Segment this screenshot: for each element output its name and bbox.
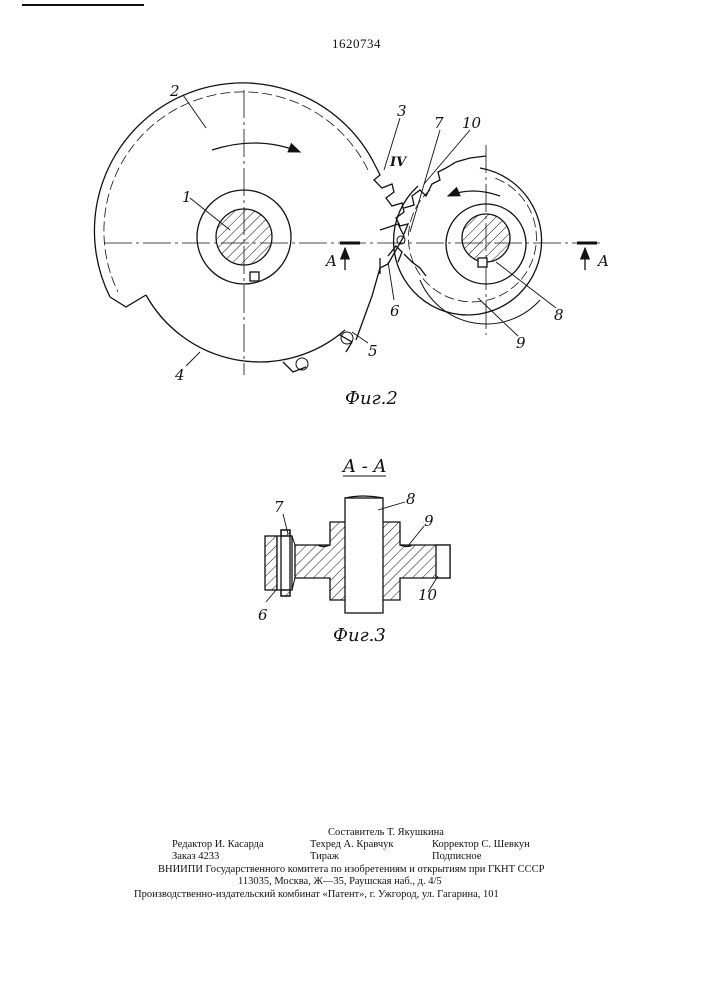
label-6: 6 xyxy=(390,302,400,320)
compiler: Составитель Т. Якушкина xyxy=(328,827,444,839)
large-gear-teeth xyxy=(374,165,408,234)
label-7: 7 xyxy=(434,114,444,132)
imprint-row-printer: Производственно-издательский комбинат «П… xyxy=(150,889,580,901)
label-5: 5 xyxy=(368,342,378,360)
large-shaft-1 xyxy=(216,209,272,265)
small-shaft-key xyxy=(478,258,487,267)
imprint-row-staff: Редактор И. Касарда Техред А. Кравчук Ко… xyxy=(150,839,580,851)
leader-8 xyxy=(496,262,556,308)
circulation: Тираж xyxy=(310,851,339,863)
f3-label-6: 6 xyxy=(258,606,268,624)
figure-2 xyxy=(94,83,600,375)
imprint-row-institute: ВНИИПИ Государственного комитета по изоб… xyxy=(150,864,580,876)
label-3: 3 xyxy=(397,102,407,120)
label-roman-iv: IV xyxy=(389,155,408,170)
label-9: 9 xyxy=(516,334,526,352)
shaft-8 xyxy=(345,498,383,613)
small-shaft-8 xyxy=(462,214,510,262)
label-8: 8 xyxy=(554,306,564,324)
pin-7-bottom xyxy=(281,590,290,596)
imprint-row-order: Заказ 4233 Тираж Подписное xyxy=(150,851,580,863)
imprint-block: Составитель Т. Якушкина Редактор И. Каса… xyxy=(150,827,580,901)
techred: Техред А. Кравчук xyxy=(310,839,393,851)
leader-f3-9 xyxy=(408,526,424,546)
lug-lower xyxy=(283,362,306,372)
leader-2 xyxy=(183,95,206,128)
subscription: Подписное xyxy=(432,851,481,863)
lug-5-circle xyxy=(341,332,353,344)
leader-6 xyxy=(388,262,394,300)
leader-4 xyxy=(186,352,200,366)
corrector: Корректор С. Шевкун xyxy=(432,839,530,851)
f3-label-10: 10 xyxy=(418,586,438,604)
leader-f3-6 xyxy=(266,590,276,602)
large-shaft-key xyxy=(250,272,259,281)
label-10: 10 xyxy=(462,114,482,132)
f3-label-8: 8 xyxy=(406,490,416,508)
large-gear-step xyxy=(110,295,146,307)
label-section-a-right: A xyxy=(596,252,609,270)
pawl-6-section xyxy=(265,536,277,590)
rotation-arrow-large xyxy=(212,143,300,152)
large-gear-lower-arc xyxy=(146,295,345,362)
f3-label-7: 7 xyxy=(274,498,284,516)
printer: Производственно-издательский комбинат «П… xyxy=(134,889,499,901)
section-a-a-title: A - A xyxy=(341,456,387,477)
small-gear-sector-edge xyxy=(420,280,540,324)
f3-label-9: 9 xyxy=(424,512,434,530)
small-gear-lower-teeth xyxy=(404,254,426,276)
label-section-a-left: A xyxy=(324,252,337,270)
label-2: 2 xyxy=(169,82,180,100)
leader-9 xyxy=(478,298,518,336)
imprint-row-compiler: Составитель Т. Якушкина xyxy=(150,827,580,839)
rotation-arrow-small xyxy=(448,191,500,196)
editor: Редактор И. Касарда xyxy=(172,839,264,851)
rim-10 xyxy=(436,545,450,578)
leader-1 xyxy=(190,198,230,230)
label-1: 1 xyxy=(182,188,192,206)
small-gear-teeth xyxy=(404,156,486,208)
leader-10 xyxy=(424,130,470,184)
leader-5 xyxy=(352,332,368,343)
figure-2-caption: Фиг.2 xyxy=(345,388,398,409)
order-number: Заказ 4233 xyxy=(172,851,219,863)
institute: ВНИИПИ Государственного комитета по изоб… xyxy=(158,864,545,876)
label-4: 4 xyxy=(174,366,185,384)
imprint-row-address: 113035, Москва, Ж—35, Раушская наб., д. … xyxy=(150,876,580,888)
pin-7-top xyxy=(281,530,290,536)
leader-7 xyxy=(410,130,440,232)
figure-3-caption: Фиг.3 xyxy=(333,625,386,646)
address: 113035, Москва, Ж—35, Раушская наб., д. … xyxy=(238,876,442,888)
